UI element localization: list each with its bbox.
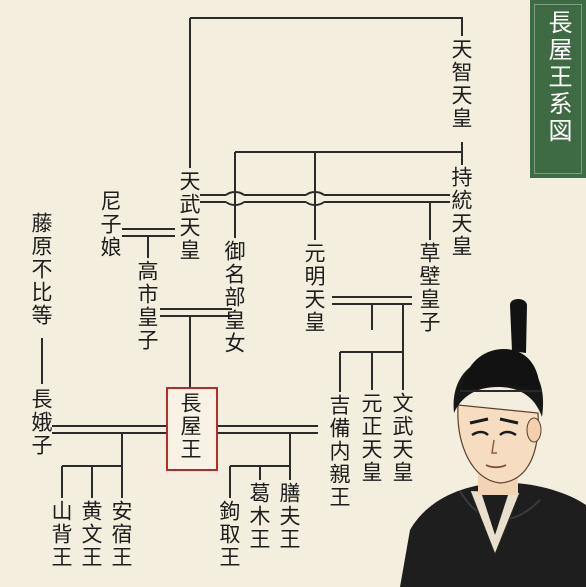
person-monmu: 文武天皇 [390, 392, 414, 484]
focus-highlight-box [166, 387, 218, 471]
person-tenji: 天智天皇 [449, 38, 473, 130]
person-minabe: 御名部皇女 [222, 240, 246, 355]
person-kashiwade: 膳夫王 [277, 482, 301, 551]
page-title: 長屋王系図 [544, 10, 572, 145]
person-yamashiro: 山背王 [49, 500, 73, 569]
person-kibi: 吉備内親王 [327, 394, 351, 509]
person-nagaya: 長屋王 [178, 392, 202, 461]
person-jito: 持統天皇 [449, 166, 473, 258]
title-banner: 長屋王系図 [530, 0, 586, 178]
person-gensho: 元正天皇 [359, 392, 383, 484]
prince-portrait [400, 299, 586, 587]
person-genmei: 元明天皇 [302, 242, 326, 334]
person-kazuraki: 葛木王 [247, 482, 271, 551]
person-fujiwara-fuhito: 藤原不比等 [29, 212, 53, 327]
person-kibumi: 黄文王 [79, 500, 103, 569]
person-takechi: 高市皇子 [135, 260, 159, 352]
title-frame [534, 4, 582, 174]
person-tenmu: 天武天皇 [177, 170, 201, 262]
person-nagako: 長娥子 [29, 388, 53, 457]
person-amako: 尼子娘 [98, 190, 122, 259]
person-asukabe: 安宿王 [109, 500, 133, 569]
person-kusakabe: 草壁皇子 [417, 242, 441, 334]
person-kashitori: 鉤取王 [217, 500, 241, 569]
